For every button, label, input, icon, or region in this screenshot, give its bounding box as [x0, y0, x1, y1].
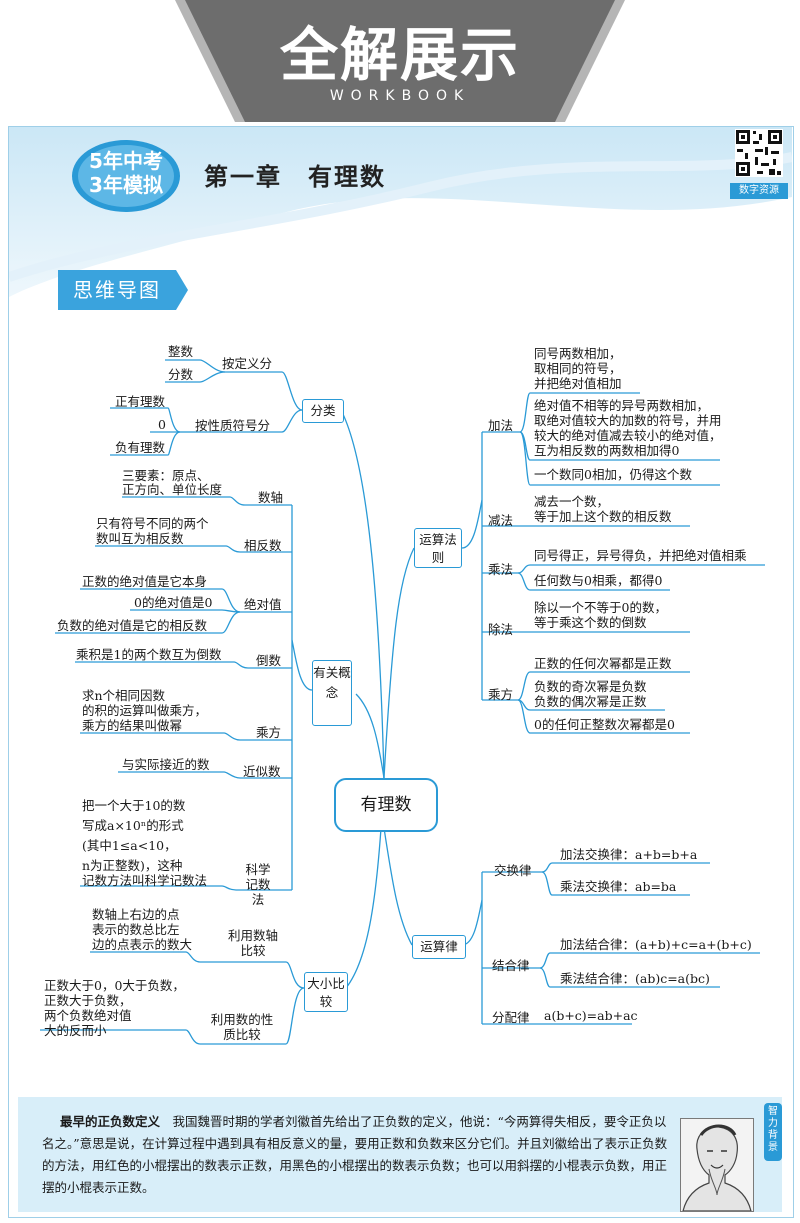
add-rule2-line4: 互为相反数的两数相加得0 [534, 443, 680, 458]
pow-rule2-line2: 负数的偶次幂是正数 [534, 694, 647, 709]
label-subtraction: 减法 [488, 513, 514, 528]
desc-compare-prop-3: 两个负数绝对值 [44, 1008, 132, 1023]
desc-compare-prop-2: 正数大于负数， [44, 993, 132, 1008]
node-classify: 分类 [302, 399, 344, 423]
note-title: 最早的正负数定义 [60, 1114, 161, 1129]
mul-rule2: 任何数与0相乘，都得0 [534, 573, 663, 588]
mul-rule1: 同号得正，异号得负，并把绝对值相乘 [534, 548, 747, 563]
sub-rule-line1: 减去一个数， [534, 494, 610, 509]
label-commutative: 交换律 [494, 863, 532, 878]
add-rule2-line1: 绝对值不相等的异号两数相加， [534, 398, 710, 413]
label-distributive: 分配律 [492, 1010, 530, 1025]
center-node-rational-numbers: 有理数 [334, 778, 438, 832]
banner-title: 全解展示 [279, 21, 520, 89]
node-operation-laws: 运算律 [412, 935, 466, 959]
law-mul-associative: 乘法结合律：(ab)c=a(bc) [560, 971, 710, 986]
div-rule-line1: 除以一个不等于0的数， [534, 600, 667, 615]
item-integer: 整数 [168, 344, 194, 359]
node-related-concepts: 有关概念 [312, 660, 352, 726]
liu-hui-portrait [680, 1118, 754, 1212]
header-wave-background [9, 127, 792, 297]
label-associative: 结合律 [492, 958, 530, 973]
item-fraction: 分数 [168, 367, 194, 382]
desc-compare-line-2: 表示的数总比左 [92, 922, 180, 937]
item-absolute-zero: 0的绝对值是0 [134, 595, 213, 610]
logo-line2: 3年模拟 [89, 173, 163, 197]
law-distributive: a(b+c)=ab+ac [544, 1008, 638, 1023]
item-absolute-negative: 负数的绝对值是它的相反数 [57, 618, 208, 633]
logo-line1: 5年中考 [89, 149, 163, 173]
desc-scientific-1: 把一个大于10的数 [82, 798, 186, 813]
desc-reciprocal: 乘积是1的两个数互为倒数 [76, 647, 222, 662]
desc-compare-prop-1: 正数大于0，0大于负数， [44, 978, 185, 993]
label-approximate: 近似数 [243, 764, 281, 779]
label-power-rule: 乘方 [488, 687, 514, 702]
desc-power-1: 求n个相同因数 [82, 688, 166, 703]
desc-opposite-1: 只有符号不同的两个 [96, 516, 209, 531]
add-rule1-line1: 同号两数相加， [534, 346, 622, 361]
label-power: 乘方 [256, 725, 282, 740]
item-absolute-positive: 正数的绝对值是它本身 [82, 574, 208, 589]
background-note-text: 最早的正负数定义 我国魏晋时期的学者刘徽首先给出了正负数的定义，他说：“今两算得… [42, 1111, 672, 1199]
label-compare-by-property: 利用数的性质比较 [210, 1012, 274, 1042]
note-body: 我国魏晋时期的学者刘徽首先给出了正负数的定义，他说：“今两算得失相反，要令正负以… [42, 1114, 668, 1195]
node-size-comparison: 大小比较 [304, 972, 348, 1012]
add-rule2-line2: 取绝对值较大的加数的符号，并用 [534, 413, 722, 428]
label-by-sign: 按性质符号分 [195, 418, 271, 433]
law-add-associative: 加法结合律：(a+b)+c=a+(b+c) [560, 937, 752, 952]
label-division: 除法 [488, 622, 514, 637]
add-rule3-line1: 一个数同0相加，仍得这个数 [534, 467, 692, 482]
chapter-title: 第一章 有理数 [204, 163, 386, 191]
item-positive-rational: 正有理数 [115, 394, 166, 409]
label-reciprocal: 倒数 [256, 653, 282, 668]
law-add-commutative: 加法交换律：a+b=b+a [560, 847, 698, 862]
label-scientific-notation: 科学记数法 [245, 862, 271, 907]
workbook-banner: 全解展示 WORKBOOK [0, 0, 800, 122]
pow-rule2-line1: 负数的奇次幂是负数 [534, 679, 647, 694]
logo-badge: 5年中考 3年模拟 [72, 140, 180, 212]
law-mul-commutative: 乘法交换律：ab=ba [560, 879, 677, 894]
label-by-definition: 按定义分 [222, 356, 273, 371]
mindmap-tab-label: 思维导图 [73, 278, 161, 302]
desc-compare-line-3: 边的点表示的数大 [92, 937, 193, 952]
add-rule1-line2: 取相同的符号， [534, 361, 622, 376]
div-rule-line2: 等于乘这个数的倒数 [534, 615, 647, 630]
desc-compare-line-1: 数轴上右边的点 [92, 907, 180, 922]
mindmap-tab-shape [58, 270, 188, 310]
desc-opposite-2: 数叫互为相反数 [96, 531, 184, 546]
banner-subtitle: WORKBOOK [329, 88, 471, 104]
intellect-background-tab: 智力背景 [764, 1103, 782, 1161]
mindmap-section-tab: 思维导图 [58, 270, 188, 310]
qr-code-icon[interactable] [735, 129, 783, 177]
label-addition: 加法 [488, 418, 514, 433]
desc-power-2: 的积的运算叫做乘方， [82, 703, 208, 718]
desc-approximate: 与实际接近的数 [122, 757, 210, 772]
desc-scientific-2: 写成a×10ⁿ的形式 [82, 818, 184, 833]
banner-shape [175, 0, 625, 122]
sub-rule-line2: 等于加上这个数的相反数 [534, 509, 672, 524]
add-rule2-line3: 较大的绝对值减去较小的绝对值， [534, 428, 722, 443]
pow-rule3: 0的任何正整数次幂都是0 [534, 717, 675, 732]
label-opposite: 相反数 [244, 538, 282, 553]
label-absolute: 绝对值 [244, 597, 282, 612]
desc-scientific-4: n为正整数)，这种 [82, 858, 183, 873]
item-zero: 0 [158, 417, 166, 432]
pow-rule1: 正数的任何次幂都是正数 [534, 656, 672, 671]
desc-scientific-3: (其中1≤a<10， [82, 838, 177, 853]
desc-number-line-1: 三要素：原点、 [122, 468, 210, 483]
label-compare-by-number-line: 利用数轴比较 [227, 928, 278, 958]
label-multiplication: 乘法 [488, 562, 514, 577]
add-rule1-line3: 并把绝对值相加 [534, 376, 622, 391]
desc-scientific-5: 记数方法叫科学记数法 [82, 873, 208, 888]
label-number-line: 数轴 [258, 490, 284, 505]
node-operation-rules: 运算法则 [414, 528, 462, 568]
desc-compare-prop-4: 大的反而小 [44, 1023, 107, 1038]
digital-resource-label[interactable]: 数字资源 [730, 183, 788, 199]
background-note-box [18, 1097, 782, 1212]
desc-number-line-2: 正方向、单位长度 [122, 482, 223, 497]
desc-power-3: 乘方的结果叫做幂 [82, 718, 183, 733]
item-negative-rational: 负有理数 [115, 440, 166, 455]
